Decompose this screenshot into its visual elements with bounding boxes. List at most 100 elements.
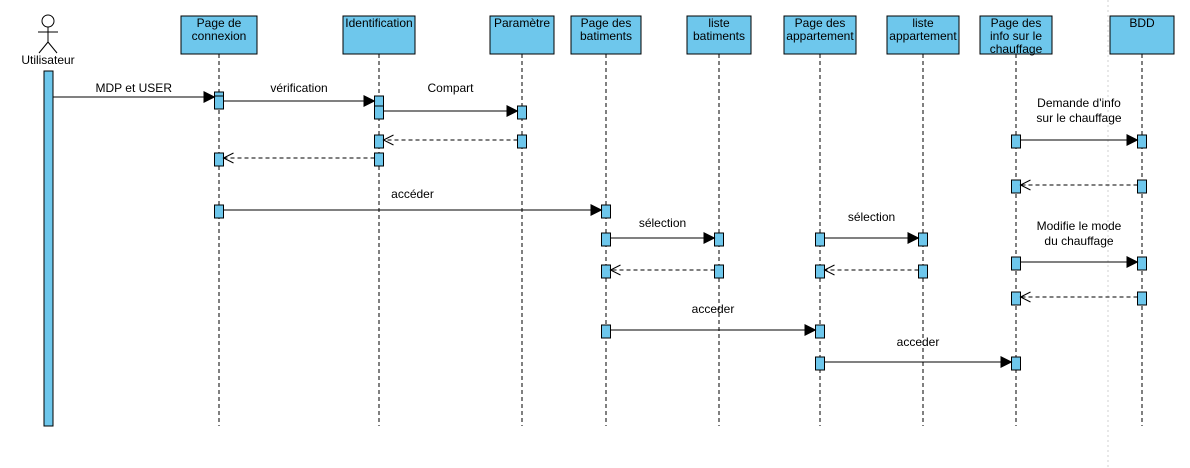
return-message-16[interactable] (1019, 291, 1138, 303)
activation-box (815, 264, 825, 279)
participant-label: Page des (991, 16, 1042, 30)
participant-label: Identification (345, 16, 412, 30)
activation-box (815, 232, 825, 247)
message-3[interactable]: Compart (383, 81, 519, 117)
message-9[interactable]: acceder (610, 302, 817, 336)
message-label: sélection (848, 210, 895, 224)
return-message-5[interactable] (222, 152, 375, 164)
activation-box (1137, 291, 1147, 306)
message-label: accéder (391, 187, 434, 201)
open-arrowhead (609, 264, 621, 276)
message-1[interactable]: MDP et USER (53, 81, 216, 103)
actor-utilisateur[interactable]: Utilisateur (21, 14, 75, 67)
participant-bdd[interactable]: BDD (1109, 15, 1175, 426)
activation-box (1011, 291, 1021, 306)
message-7[interactable]: sélection (610, 216, 716, 244)
activation-box (1011, 256, 1021, 271)
participant-label: Page de (197, 16, 242, 30)
participant-label: liste (912, 16, 934, 30)
participant-parametre[interactable]: Paramètre (489, 15, 555, 426)
message-2[interactable]: vérification (223, 81, 376, 107)
participant-box (979, 15, 1053, 55)
participant-label: chauffage (990, 42, 1043, 56)
open-arrowhead (823, 264, 835, 276)
activation-box (1011, 356, 1021, 371)
message-label: sur le chauffage (1036, 111, 1121, 125)
participant-box (686, 15, 752, 55)
activation-box (1011, 134, 1021, 149)
activation-box (815, 356, 825, 371)
activation-box (517, 105, 527, 120)
message-label: sélection (639, 216, 686, 230)
activation-box (214, 95, 224, 110)
message-label: Compart (427, 81, 474, 95)
message-6[interactable]: accéder (223, 187, 603, 216)
return-message-14[interactable] (1019, 179, 1138, 191)
open-arrowhead (1019, 179, 1031, 191)
actor-name: Utilisateur (21, 53, 74, 67)
activation-box (601, 232, 611, 247)
activation-box (1137, 134, 1147, 149)
message-12[interactable]: acceder (824, 335, 1013, 368)
participant-label: info sur le (990, 29, 1042, 43)
participant-box (180, 15, 258, 55)
activation-box (517, 134, 527, 149)
participant-box (1109, 15, 1175, 55)
participant-label: BDD (1129, 16, 1155, 30)
activation-box (214, 204, 224, 219)
participant-box (886, 15, 960, 55)
participant-label: connexion (192, 29, 247, 43)
participant-box (342, 15, 416, 55)
return-message-11[interactable] (823, 264, 919, 276)
activation-box (601, 324, 611, 339)
open-arrowhead (222, 152, 234, 164)
activation-box (918, 232, 928, 247)
open-arrowhead (382, 134, 394, 146)
activation-box (1137, 256, 1147, 271)
participant-box (489, 15, 555, 55)
message-label: vérification (270, 81, 327, 95)
activation-box (374, 134, 384, 149)
activation-box (601, 204, 611, 219)
participant-label: liste (708, 16, 730, 30)
activation-box (815, 324, 825, 339)
participant-box (570, 15, 642, 55)
activation-box (374, 152, 384, 167)
activation-box (714, 232, 724, 247)
activation-box (1011, 179, 1021, 194)
participant-identification[interactable]: Identification (342, 15, 416, 426)
participant-label: batiments (693, 29, 745, 43)
participant-label: Page des (581, 16, 632, 30)
participant-label: Page des (795, 16, 846, 30)
activation-box (714, 264, 724, 279)
participant-box (783, 15, 857, 55)
return-message-4[interactable] (382, 134, 518, 146)
message-label: du chauffage (1044, 234, 1114, 248)
message-label: acceder (897, 335, 940, 349)
activation-box (214, 152, 224, 167)
message-label: acceder (692, 302, 735, 316)
participant-label: appartement (889, 29, 957, 43)
participant-label: Paramètre (494, 16, 550, 30)
actor-activation-bar (43, 70, 54, 427)
activation-box (374, 105, 384, 120)
message-10[interactable]: sélection (824, 210, 920, 244)
message-label: Demande d'info (1037, 96, 1121, 110)
participant-label: batiments (580, 29, 632, 43)
activation-box (918, 264, 928, 279)
open-arrowhead (1019, 291, 1031, 303)
participant-label: appartement (786, 29, 854, 43)
return-message-8[interactable] (609, 264, 715, 276)
message-label: MDP et USER (96, 81, 173, 95)
activation-box (601, 264, 611, 279)
stick-figure-icon (38, 14, 58, 54)
message-label: Modifie le mode (1037, 219, 1122, 233)
